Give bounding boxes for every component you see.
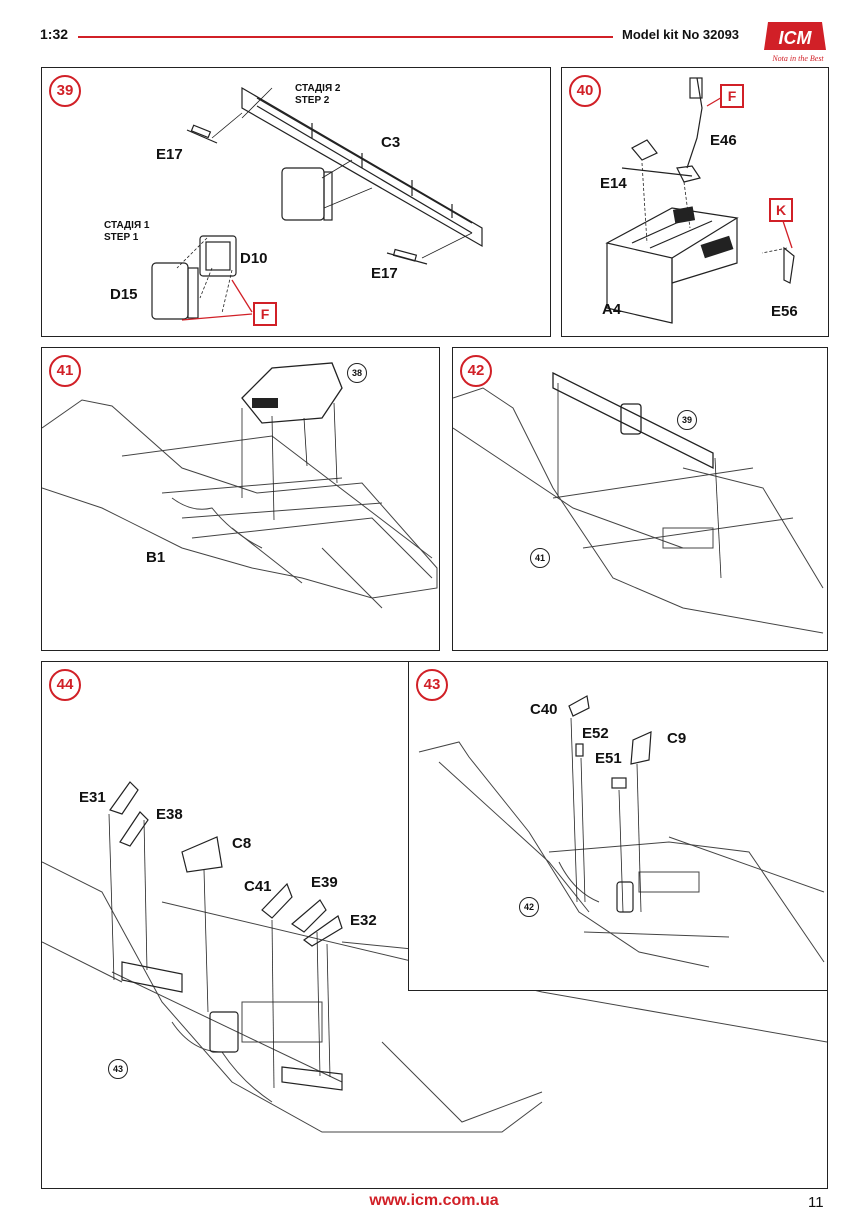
- reference-step: 39: [677, 410, 697, 430]
- step-number: 43: [416, 669, 448, 701]
- part-label: C9: [667, 730, 687, 747]
- website-link[interactable]: www.icm.com.ua: [369, 1192, 499, 1209]
- part-label: B1: [146, 549, 166, 566]
- step-44-drawing: [42, 781, 827, 1133]
- step-number: 41: [49, 355, 81, 387]
- step-number: 40: [569, 75, 601, 107]
- step-41-drawing: [42, 362, 438, 609]
- part-label: E56: [771, 303, 798, 320]
- reference-step: 43: [108, 1059, 128, 1079]
- part-label: C40: [530, 701, 558, 718]
- color-callout: F: [253, 302, 277, 326]
- header-rule: [78, 36, 613, 38]
- reference-step: 42: [519, 897, 539, 917]
- part-label: A4: [602, 301, 622, 318]
- part-label: E17: [371, 265, 398, 282]
- color-callout: K: [769, 198, 793, 222]
- part-label: C41: [244, 878, 272, 895]
- part-label: E32: [350, 912, 377, 929]
- svg-text:ICM: ICM: [779, 28, 813, 48]
- reference-step: 41: [530, 548, 550, 568]
- part-label: E52: [582, 725, 609, 742]
- step-43-drawing: [418, 695, 825, 968]
- step-number: 39: [49, 75, 81, 107]
- scale-label: 1:32: [40, 26, 69, 42]
- part-label: C8: [232, 835, 252, 852]
- part-label: C3: [381, 134, 401, 151]
- part-label: E51: [595, 750, 622, 767]
- step-40-drawing: [605, 77, 795, 324]
- icm-logo: ICM Nota in the Best: [760, 20, 830, 64]
- kit-number: Model kit No 32093: [622, 27, 740, 42]
- step-43-panel: 43 42 C40 E52 C9 E51: [408, 661, 828, 991]
- step-42-drawing: [453, 371, 824, 634]
- step-39-drawing: [151, 86, 483, 321]
- svg-text:Nota in the Best: Nota in the Best: [771, 54, 824, 63]
- part-label: E17: [156, 146, 183, 163]
- step-number: 44: [49, 669, 81, 701]
- part-label: E14: [600, 175, 627, 192]
- step-41-panel: 41 38 B1: [41, 347, 440, 651]
- reference-step: 38: [347, 363, 367, 383]
- step-42-panel: 42 39 41: [452, 347, 828, 651]
- part-label: E46: [710, 132, 737, 149]
- part-label: E31: [79, 789, 106, 806]
- part-label: D15: [110, 286, 138, 303]
- step-number: 42: [460, 355, 492, 387]
- step-40-panel: 40 E46 E14 A4 E56 F K: [561, 67, 829, 337]
- color-callout: F: [720, 84, 744, 108]
- part-label: E38: [156, 806, 183, 823]
- page-number: 11: [808, 1194, 824, 1211]
- part-label: E39: [311, 874, 338, 891]
- part-label: D10: [240, 250, 268, 267]
